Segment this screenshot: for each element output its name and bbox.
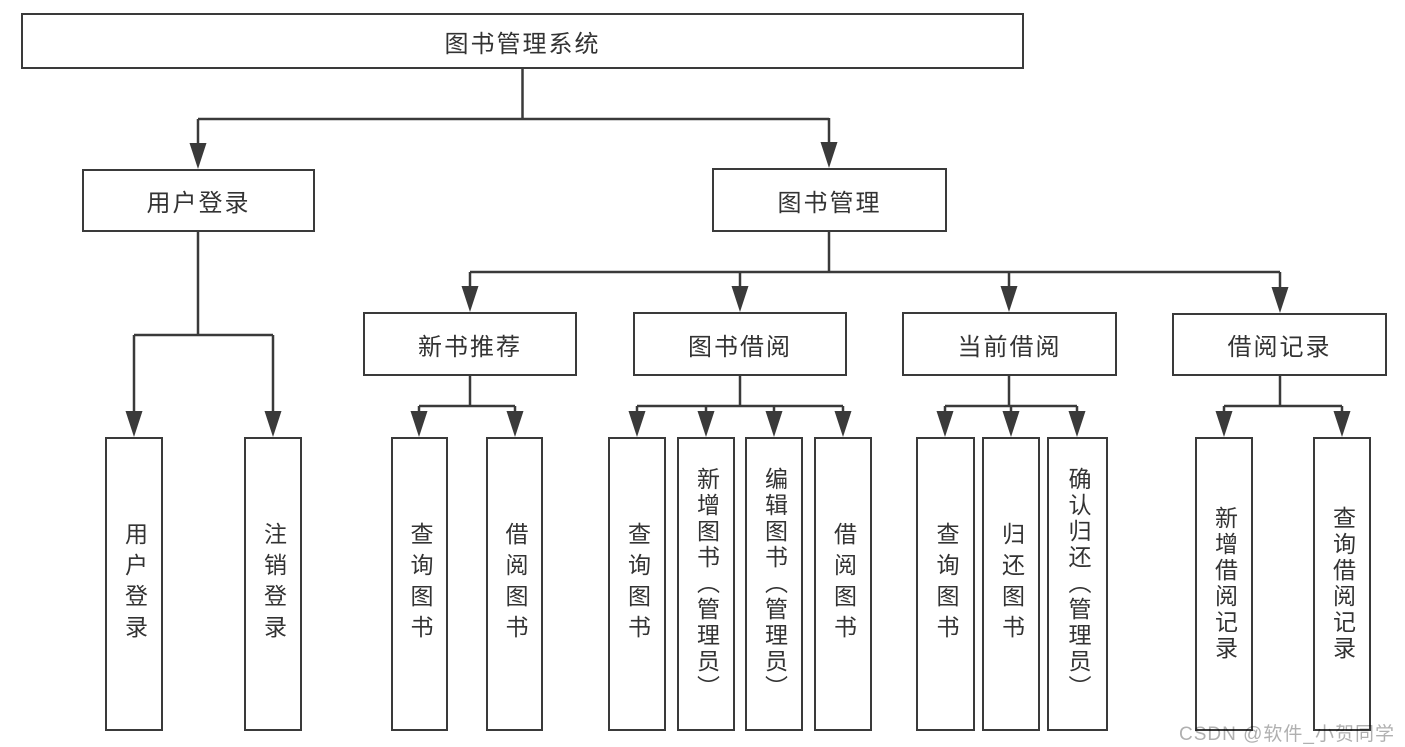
leaf-borrow-books-1-label: 借阅图书 [502,522,528,646]
leaf-edit-book-admin: 编辑图书（管理员） [745,437,803,731]
node-current-borrowing-label: 当前借阅 [957,333,1062,361]
node-user-login-branch-label: 用户登录 [146,190,251,217]
leaf-return-book: 归还图书 [982,437,1040,731]
node-book-management: 图书管理 [712,168,947,232]
leaf-user-login-label: 用户登录 [121,522,148,646]
leaf-confirm-return-admin-label: 确认归还（管理员） [1065,467,1091,701]
leaf-query-books-2: 查询图书 [608,437,666,731]
node-borrow-records: 借阅记录 [1172,313,1387,376]
node-root: 图书管理系统 [21,13,1024,69]
node-root-label: 图书管理系统 [444,30,601,58]
leaf-borrow-books-1: 借阅图书 [486,437,543,731]
leaf-query-books-1-label: 查询图书 [407,522,433,646]
leaf-query-borrow-record-label: 查询借阅记录 [1329,506,1356,662]
leaf-query-books-3: 查询图书 [916,437,975,731]
node-new-book-recommend: 新书推荐 [363,312,577,376]
leaf-add-book-admin: 新增图书（管理员） [677,437,735,731]
leaf-borrow-books-2-label: 借阅图书 [830,522,857,646]
node-book-borrowing: 图书借阅 [633,312,847,376]
csdn-watermark: CSDN @软件_小贺同学 [1179,724,1395,745]
leaf-add-borrow-record: 新增借阅记录 [1195,437,1253,731]
node-book-borrowing-label: 图书借阅 [688,333,792,361]
node-borrow-records-label: 借阅记录 [1227,334,1332,361]
leaf-logout-label: 注销登录 [260,522,287,646]
leaf-user-login: 用户登录 [105,437,163,731]
node-book-management-label: 图书管理 [777,189,882,217]
leaf-query-books-2-label: 查询图书 [624,522,651,646]
leaf-borrow-books-2: 借阅图书 [814,437,872,731]
leaf-query-borrow-record: 查询借阅记录 [1313,437,1371,731]
leaf-query-books-1: 查询图书 [391,437,448,731]
leaf-query-books-3-label: 查询图书 [933,522,959,646]
leaf-confirm-return-admin: 确认归还（管理员） [1047,437,1108,731]
leaf-logout: 注销登录 [244,437,302,731]
leaf-add-book-admin-label: 新增图书（管理员） [693,467,720,701]
node-new-book-recommend-label: 新书推荐 [418,333,522,361]
node-current-borrowing: 当前借阅 [902,312,1117,376]
leaf-edit-book-admin-label: 编辑图书（管理员） [761,467,788,701]
leaf-return-book-label: 归还图书 [998,522,1025,646]
node-user-login-branch: 用户登录 [82,169,315,232]
leaf-add-borrow-record-label: 新增借阅记录 [1211,506,1238,662]
